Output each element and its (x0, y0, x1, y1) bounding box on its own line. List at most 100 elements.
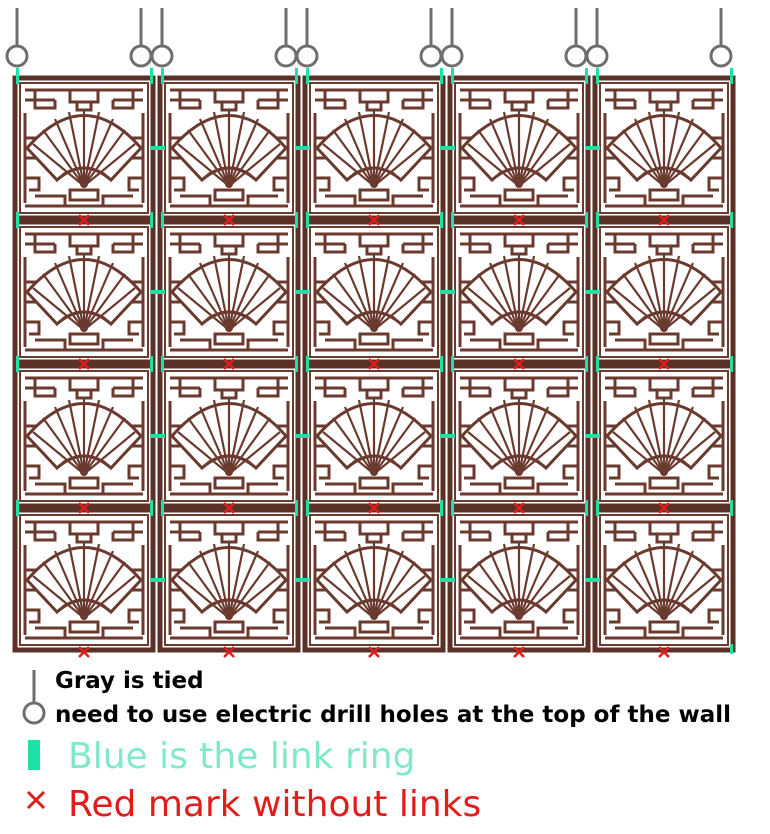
link-ring-top (596, 68, 599, 84)
panel-r1-c3 (305, 78, 443, 218)
panel-r3-c5 (595, 366, 733, 506)
panel-r1-c2 (160, 78, 298, 218)
link-ring-top (16, 68, 19, 84)
hook (585, 6, 609, 68)
link-ring-vertical (451, 356, 454, 372)
red-mark (513, 502, 525, 514)
link-ring-top (161, 68, 164, 84)
red-mark (223, 502, 235, 514)
panel-r3-c1 (15, 366, 153, 506)
link-ring-vertical (295, 500, 298, 516)
link-ring-horizontal (440, 434, 455, 438)
link-ring-vertical (585, 212, 588, 228)
hook (274, 6, 298, 68)
red-mark (223, 214, 235, 226)
link-ring-top (440, 68, 443, 84)
link-ring-horizontal (440, 578, 455, 582)
hook (5, 6, 29, 68)
red-mark (513, 214, 525, 226)
hook-icon (22, 670, 46, 725)
legend-red: Red mark without links (68, 784, 482, 825)
link-ring-top (585, 68, 588, 84)
link-ring-vertical (295, 356, 298, 372)
panel-r1-c5 (595, 78, 733, 218)
panel-r4-c1 (15, 510, 153, 650)
link-ring-vertical (596, 500, 599, 516)
link-ring-vertical (451, 500, 454, 516)
link-ring-horizontal (150, 146, 165, 150)
link-ring-horizontal (585, 290, 600, 294)
link-ring-edge (730, 356, 733, 366)
link-ring-horizontal (440, 290, 455, 294)
link-ring-vertical (161, 356, 164, 372)
hook (129, 6, 153, 68)
link-ring-horizontal (585, 434, 600, 438)
link-ring-vertical (585, 356, 588, 372)
red-mark (78, 214, 90, 226)
link-ring-horizontal (150, 290, 165, 294)
link-ring-edge (730, 212, 733, 222)
link-ring-vertical (16, 500, 19, 516)
panel-r2-c4 (450, 222, 588, 362)
hook (440, 6, 464, 68)
link-ring-top (451, 68, 454, 84)
panel-r4-c2 (160, 510, 298, 650)
red-mark (223, 358, 235, 370)
red-mark (658, 214, 670, 226)
link-ring-top (150, 68, 153, 84)
hook (295, 6, 319, 68)
link-ring-vertical (295, 212, 298, 228)
link-ring-vertical (306, 356, 309, 372)
panel-r4-c4 (450, 510, 588, 650)
link-ring-horizontal (440, 146, 455, 150)
red-mark (658, 646, 670, 658)
link-ring-horizontal (295, 434, 310, 438)
link-ring-vertical (161, 212, 164, 228)
link-ring-horizontal (295, 578, 310, 582)
panel-r2-c1 (15, 222, 153, 362)
link-ring-vertical (161, 500, 164, 516)
link-ring-vertical (440, 356, 443, 372)
hook (419, 6, 443, 68)
link-ring-vertical (596, 212, 599, 228)
red-mark (513, 358, 525, 370)
link-ring-edge (730, 500, 733, 510)
link-ring-vertical (16, 212, 19, 228)
link-ring-horizontal (295, 290, 310, 294)
link-ring-vertical (596, 356, 599, 372)
panel-r2-c3 (305, 222, 443, 362)
wall-hooks (5, 6, 733, 68)
link-ring-vertical (440, 212, 443, 228)
red-mark (513, 646, 525, 658)
red-mark (78, 646, 90, 658)
link-ring-vertical (440, 500, 443, 516)
red-mark (368, 502, 380, 514)
red-x-icon (26, 790, 46, 810)
legend-gray-line2: need to use electric drill holes at the … (55, 702, 732, 728)
panel-wall-diagram (5, 6, 770, 658)
panel-r3-c3 (305, 366, 443, 506)
red-mark (78, 358, 90, 370)
link-rings (16, 68, 733, 654)
red-mark (368, 646, 380, 658)
red-mark (368, 358, 380, 370)
link-ring-vertical (16, 356, 19, 372)
legend-blue: Blue is the link ring (68, 736, 416, 777)
legend-gray-line1: Gray is tied (55, 668, 204, 694)
panel-r2-c2 (160, 222, 298, 362)
link-ring-vertical (585, 500, 588, 516)
hook (150, 6, 174, 68)
red-mark (368, 214, 380, 226)
link-ring-vertical (150, 356, 153, 372)
link-ring-vertical (150, 212, 153, 228)
link-ring-icon (28, 740, 40, 770)
link-ring-vertical (150, 500, 153, 516)
red-mark (658, 358, 670, 370)
panel-r4-c3 (305, 510, 443, 650)
link-ring-top (306, 68, 309, 84)
link-ring-horizontal (585, 578, 600, 582)
link-ring-top (730, 68, 733, 84)
panel-r2-c5 (595, 222, 733, 362)
hook (709, 6, 733, 68)
red-mark (223, 646, 235, 658)
